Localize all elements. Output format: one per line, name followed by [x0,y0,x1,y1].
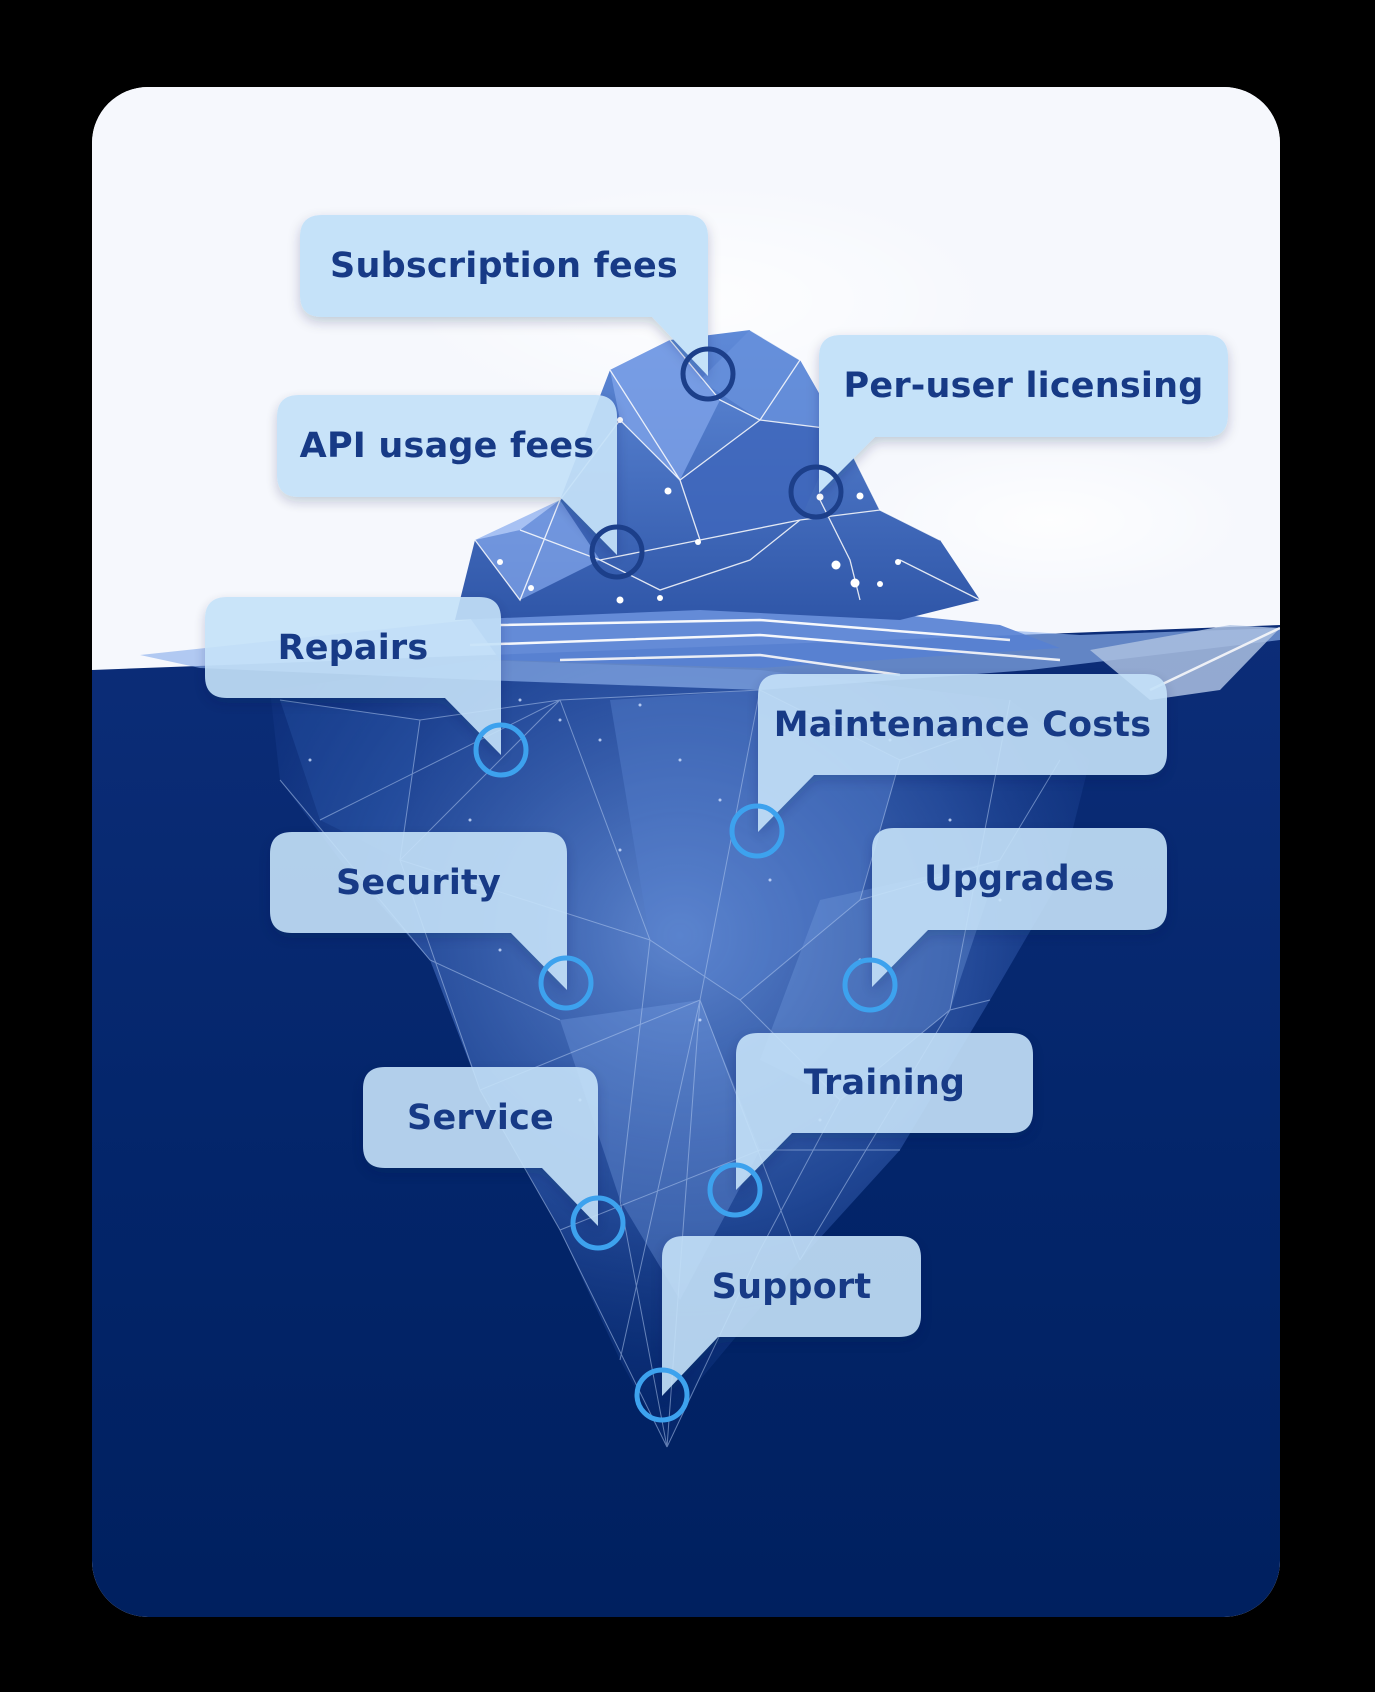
label-repairs: Repairs [277,627,429,668]
callout-subscription-fees [300,215,736,402]
label-subscription-fees: Subscription fees [330,246,678,286]
callout-maintenance-costs [729,674,1167,859]
callout-api-usage-fees [277,395,645,580]
callout-support [634,1236,921,1423]
callout-per-user-licensing [788,335,1228,520]
callout-security [270,832,594,1011]
label-maintenance-costs: Maintenance Costs [773,704,1152,745]
marker-ring-icon [729,803,785,859]
marker-ring-icon [589,524,645,580]
label-training: Training [803,1063,966,1103]
marker-ring-icon [473,722,529,778]
marker-ring-icon [570,1195,626,1251]
label-service: Service [407,1097,554,1138]
marker-ring-icon [634,1367,690,1423]
label-upgrades: Upgrades [924,859,1115,899]
label-api-usage-fees: API usage fees [299,426,595,466]
callout-upgrades [842,828,1167,1013]
marker-ring-icon [842,957,898,1013]
callout-repairs [205,597,529,778]
marker-ring-icon [538,955,594,1011]
marker-ring-icon [707,1162,763,1218]
callout-training [707,1033,1033,1218]
label-security: Security [335,862,501,903]
label-per-user-licensing: Per-user licensing [843,366,1204,406]
marker-ring-icon [680,346,736,402]
callout-service [363,1067,626,1251]
marker-ring-icon [788,464,844,520]
label-support: Support [711,1266,872,1307]
